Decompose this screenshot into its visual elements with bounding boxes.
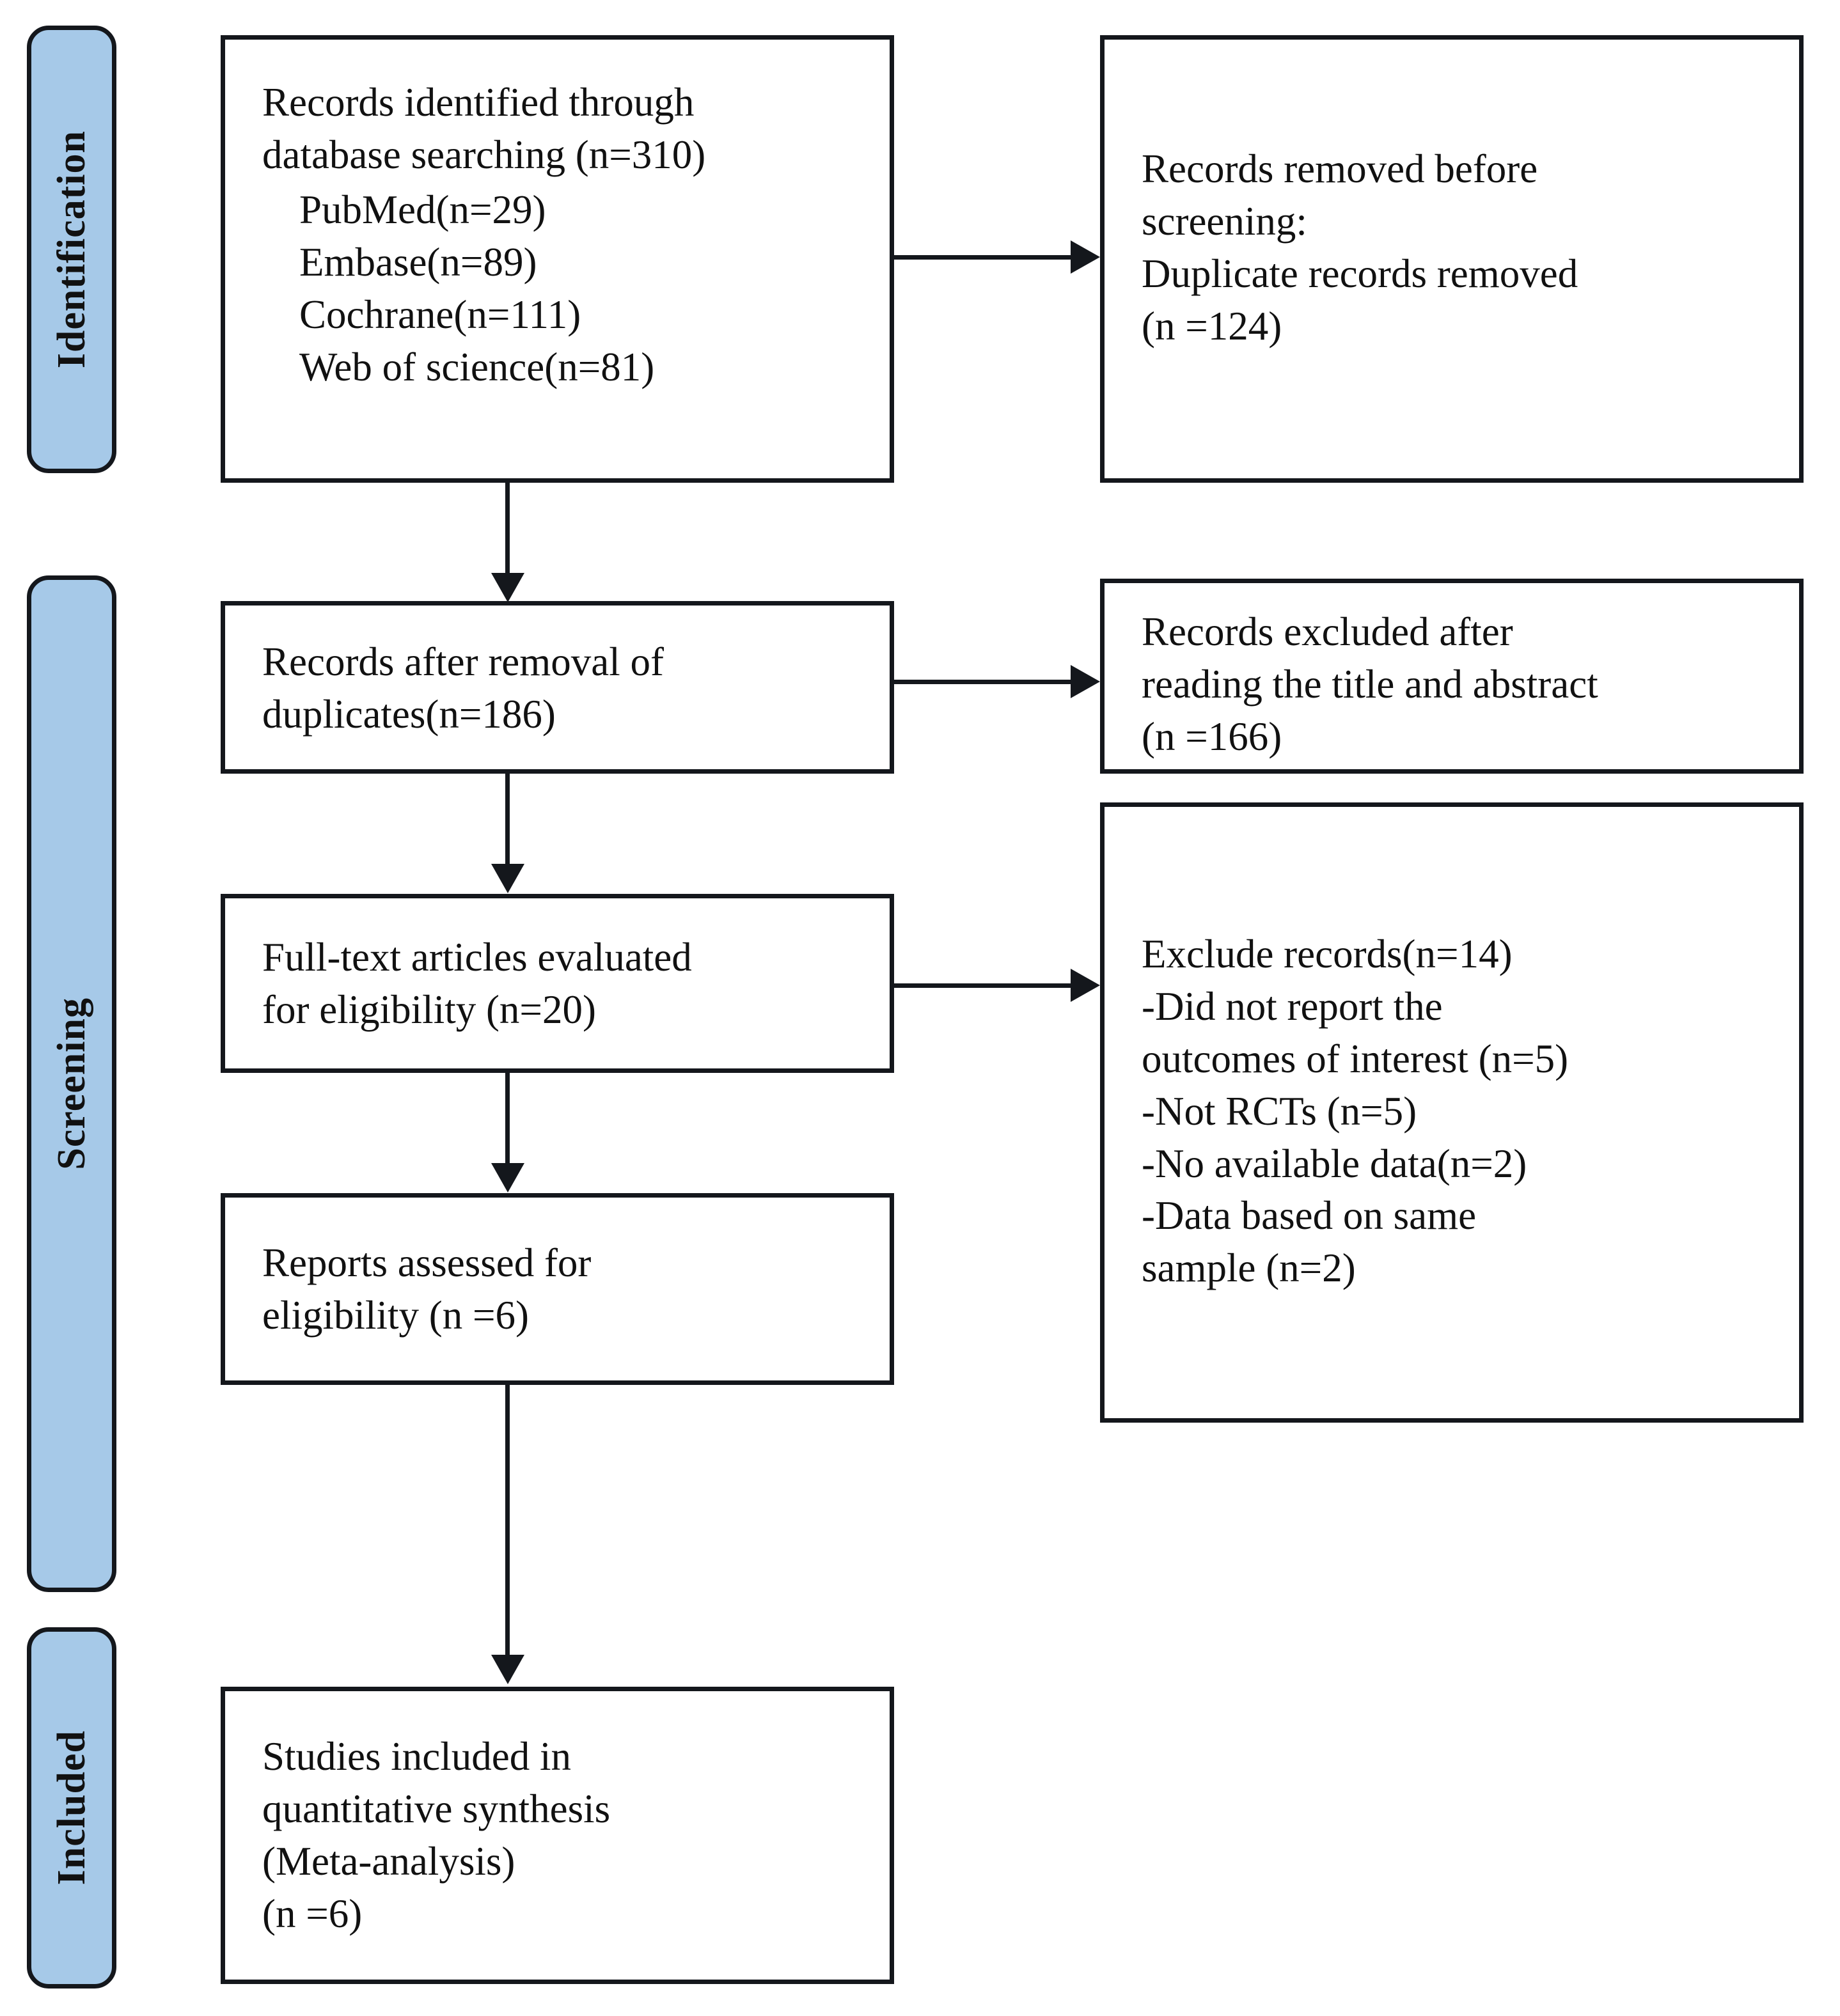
connector-duplicates-to-fulltext bbox=[505, 774, 510, 870]
connector-identified-to-after-duplicates bbox=[505, 483, 510, 579]
stage-bar-screening: Screening bbox=[27, 575, 116, 1592]
box-records-identified-main: Records identified through database sear… bbox=[262, 80, 706, 177]
box-exclude-records: Exclude records(n=14) -Did not report th… bbox=[1100, 802, 1804, 1423]
box-records-after-duplicates: Records after removal of duplicates(n=18… bbox=[221, 601, 894, 774]
box-records-after-duplicates-text: Records after removal of duplicates(n=18… bbox=[262, 639, 664, 737]
box-records-removed-before-screening: Records removed before screening: Duplic… bbox=[1100, 35, 1804, 483]
box-reports-assessed: Reports assessed for eligibility (n =6) bbox=[221, 1193, 894, 1385]
box-records-excluded-title-abstract-text: Records excluded after reading the title… bbox=[1142, 609, 1598, 759]
arrow-identified-to-after-duplicates bbox=[491, 573, 524, 602]
stage-label-included: Included bbox=[49, 1730, 93, 1886]
arrow-fulltext-to-exclude bbox=[1071, 969, 1100, 1002]
arrow-duplicates-to-fulltext bbox=[491, 864, 524, 893]
connector-reports-to-included bbox=[505, 1385, 510, 1660]
stage-bar-included: Included bbox=[27, 1627, 116, 1989]
arrow-duplicates-to-excluded bbox=[1071, 665, 1100, 698]
box-records-excluded-title-abstract: Records excluded after reading the title… bbox=[1100, 579, 1804, 774]
connector-fulltext-to-exclude bbox=[894, 983, 1073, 988]
box-studies-included: Studies included in quantitative synthes… bbox=[221, 1687, 894, 1984]
stage-label-screening: Screening bbox=[49, 997, 93, 1170]
box-reports-assessed-text: Reports assessed for eligibility (n =6) bbox=[262, 1240, 592, 1338]
box-fulltext-evaluated-text: Full-text articles evaluated for eligibi… bbox=[262, 935, 692, 1032]
box-studies-included-text: Studies included in quantitative synthes… bbox=[262, 1734, 611, 1936]
box-exclude-records-text: Exclude records(n=14) -Did not report th… bbox=[1142, 932, 1569, 1291]
arrow-fulltext-to-reports bbox=[491, 1163, 524, 1192]
box-records-removed-text: Records removed before screening: Duplic… bbox=[1142, 146, 1578, 348]
connector-duplicates-to-excluded bbox=[894, 680, 1073, 684]
arrow-identified-to-removed bbox=[1071, 240, 1100, 274]
connector-identified-to-removed bbox=[894, 255, 1073, 260]
box-records-identified-sources: PubMed(n=29) Embase(n=89) Cochrane(n=111… bbox=[299, 187, 655, 389]
stage-bar-identification: Identification bbox=[27, 26, 116, 473]
connector-fulltext-to-reports bbox=[505, 1073, 510, 1169]
box-records-identified: Records identified through database sear… bbox=[221, 35, 894, 483]
box-fulltext-evaluated: Full-text articles evaluated for eligibi… bbox=[221, 894, 894, 1073]
stage-label-identification: Identification bbox=[49, 130, 93, 369]
arrow-reports-to-included bbox=[491, 1655, 524, 1684]
